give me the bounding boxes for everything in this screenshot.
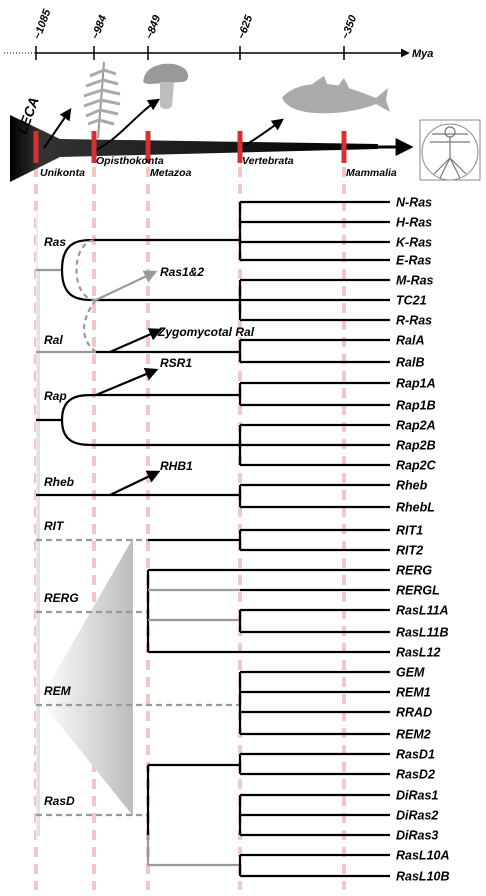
event-marker <box>91 131 97 163</box>
era-label: Opisthokonta <box>96 155 164 167</box>
side-branch-label: RHB1 <box>160 459 193 473</box>
leaf-label: TC21 <box>396 294 427 308</box>
family-label: Ral <box>44 333 63 347</box>
leaf-label: RasL11B <box>396 626 449 640</box>
family-label: REM <box>44 684 72 698</box>
timeline-tick-label: ~350 <box>340 13 360 41</box>
stem: LECA UnikontaOpisthokontaMetazoaVertebra… <box>10 95 414 182</box>
fern-icon <box>83 61 121 139</box>
family-label: RasD <box>44 794 75 808</box>
leaf-label: RhebL <box>396 501 435 515</box>
family-label: Ras <box>44 235 66 249</box>
loss-wedge-shade <box>37 270 40 836</box>
leaf-label: RalB <box>396 356 424 370</box>
mushroom-icon <box>143 63 189 109</box>
leaf-label: M-Ras <box>396 274 434 288</box>
leaf-label: REM2 <box>396 728 431 742</box>
leaf-label: RasD1 <box>396 748 435 762</box>
event-marker <box>145 131 151 163</box>
leaf-label: RERG <box>396 564 432 578</box>
event-marker <box>341 131 347 163</box>
leaf-label: RasL10B <box>396 870 450 884</box>
era-label: Vertebrata <box>242 155 294 167</box>
leaf-label: REM1 <box>396 686 431 700</box>
leaf-label: E-Ras <box>396 254 431 268</box>
leaf-label: RasD2 <box>396 768 435 782</box>
timeline-tick-label: ~1085 <box>32 7 54 41</box>
leaf-label: RasL12 <box>396 646 441 660</box>
leaf-label: Rap2C <box>396 459 437 473</box>
leaf-label: RRAD <box>396 706 432 720</box>
leaf-label: Rap1B <box>396 399 436 413</box>
leaf-label: DiRas3 <box>396 829 438 843</box>
side-branch-label: Zygomycotal Ral <box>157 325 255 339</box>
side-branch-label: RSR1 <box>160 356 192 370</box>
timeline-tick-label: ~849 <box>144 13 164 41</box>
rerg-wedge <box>40 538 133 816</box>
family-label: Rheb <box>44 475 74 489</box>
era-label: Unikonta <box>40 167 85 179</box>
era-label: Metazoa <box>150 167 192 179</box>
event-marker <box>237 131 243 163</box>
leaf-label: RasL11A <box>396 604 449 618</box>
timeline-tick-label: ~984 <box>90 14 110 41</box>
leaf-label: Rap2B <box>396 439 436 453</box>
timeline-axis: ~1085 ~984 ~849 ~625 ~350 Mya <box>4 7 433 60</box>
leaf-label: K-Ras <box>396 236 432 250</box>
leaf-label: H-Ras <box>396 216 432 230</box>
leaf-label: DiRas1 <box>396 789 438 803</box>
era-label: Mammalia <box>346 167 397 179</box>
leaf-label: RERGL <box>396 584 440 598</box>
leaf-label: RalA <box>396 334 424 348</box>
event-marker <box>33 131 39 163</box>
leaf-label: R-Ras <box>396 314 432 328</box>
leaf-label: RIT2 <box>396 544 423 558</box>
leaf-label: Rap1A <box>396 377 436 391</box>
leaf-label: DiRas2 <box>396 809 438 823</box>
leaf-label: GEM <box>396 666 425 680</box>
tree-branches <box>36 200 390 878</box>
side-branch-label: Ras1&2 <box>160 265 204 279</box>
leaf-label: RIT1 <box>396 524 423 538</box>
leaf-label: N-Ras <box>396 196 432 210</box>
family-label: RIT <box>44 519 65 533</box>
leaf-label: Rheb <box>396 479 428 493</box>
leaf-label: RasL10A <box>396 849 450 863</box>
family-label: RERG <box>44 591 79 605</box>
fish-icon <box>282 76 390 114</box>
timeline-unit: Mya <box>412 48 433 60</box>
leaf-label: Rap2A <box>396 419 436 433</box>
vitruvian-man-icon <box>419 119 481 181</box>
family-label: Rap <box>44 389 67 403</box>
timeline-tick-label: ~625 <box>236 13 256 41</box>
